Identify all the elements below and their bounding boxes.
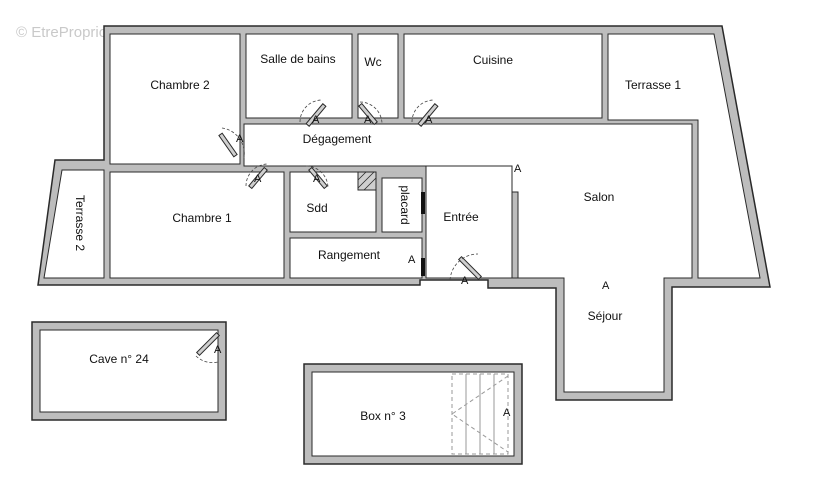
door-entree bbox=[449, 253, 483, 281]
label-entree: Entrée bbox=[443, 210, 479, 224]
room-terrasse-2 bbox=[43, 169, 105, 279]
placard-door-strip bbox=[421, 192, 425, 214]
label-salon: Salon bbox=[584, 190, 615, 204]
label-rangement: Rangement bbox=[318, 248, 381, 262]
rangement-door-strip bbox=[421, 258, 425, 276]
room-salle-de-bains bbox=[245, 33, 353, 119]
room-entree-floor bbox=[425, 165, 513, 279]
entree-wall-post bbox=[511, 191, 519, 279]
marker-a-salle-de-bains-door: A bbox=[312, 114, 320, 126]
label-cuisine: Cuisine bbox=[473, 53, 513, 67]
label-chambre-1: Chambre 1 bbox=[172, 211, 232, 225]
marker-a-rangement-door: A bbox=[408, 254, 416, 266]
room-wc bbox=[357, 33, 399, 119]
door-chambre-1 bbox=[245, 163, 269, 190]
room-chambre-2 bbox=[109, 33, 241, 165]
label-terrasse-1: Terrasse 1 bbox=[625, 78, 681, 92]
room-cave bbox=[39, 329, 219, 413]
room-terrasse-1 bbox=[607, 33, 761, 279]
room-box bbox=[311, 371, 515, 457]
duct-shaft bbox=[357, 171, 377, 191]
marker-a-chambre-2-door: A bbox=[236, 133, 244, 145]
door-cave bbox=[195, 331, 221, 363]
marker-a-wc-door: A bbox=[364, 114, 372, 126]
label-salle-de-bains: Salle de bains bbox=[260, 52, 335, 66]
room-chambre-1 bbox=[109, 171, 285, 279]
door-cuisine bbox=[411, 99, 439, 127]
marker-a-cave-door: A bbox=[214, 344, 222, 356]
label-degagement: Dégagement bbox=[303, 132, 372, 146]
room-rangement bbox=[289, 237, 423, 279]
room-cuisine bbox=[403, 33, 603, 119]
label-terrasse-2: Terrasse 2 bbox=[73, 195, 87, 251]
marker-a-sejour: A bbox=[602, 280, 610, 292]
label-wc: Wc bbox=[364, 55, 381, 69]
door-wc bbox=[358, 101, 383, 126]
box-stairs bbox=[451, 373, 509, 455]
marker-a-cuisine-door: A bbox=[425, 114, 433, 126]
label-sejour: Séjour bbox=[588, 309, 623, 323]
label-cave: Cave n° 24 bbox=[89, 352, 149, 366]
marker-a-salon: A bbox=[514, 163, 522, 175]
marker-a-box: A bbox=[503, 407, 511, 419]
door-chambre-2 bbox=[218, 127, 245, 159]
door-salle-de-bains bbox=[299, 99, 327, 127]
label-chambre-2: Chambre 2 bbox=[150, 78, 210, 92]
label-box: Box n° 3 bbox=[360, 409, 406, 423]
door-sdd bbox=[305, 165, 329, 190]
label-placard: placard bbox=[398, 185, 412, 224]
marker-a-entree-door: A bbox=[461, 275, 469, 287]
duct-hatching bbox=[357, 171, 377, 191]
room-placard bbox=[381, 177, 423, 233]
label-sdd: Sdd bbox=[306, 201, 327, 215]
marker-a-chambre-1-door: A bbox=[254, 173, 262, 185]
marker-a-sdd-door: A bbox=[313, 173, 321, 185]
